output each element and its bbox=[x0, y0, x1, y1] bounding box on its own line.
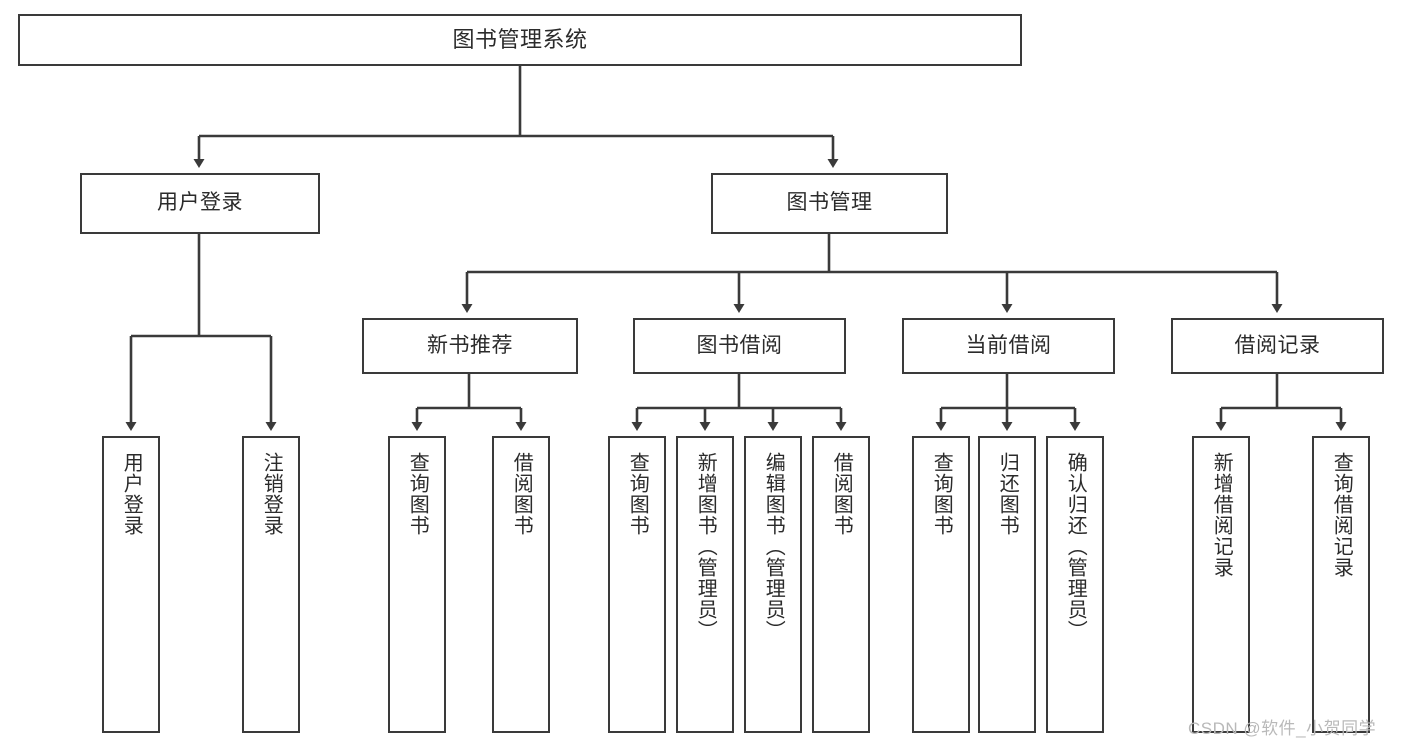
leaf-borrow-borrow-book[interactable]: 借阅图书 bbox=[812, 436, 870, 733]
node-label: 图书借阅 bbox=[696, 333, 783, 357]
leaf-record-add-record[interactable]: 新增借阅记录 bbox=[1192, 436, 1250, 733]
node-book-management[interactable]: 图书管理 bbox=[711, 173, 948, 234]
node-label: 借阅图书 bbox=[830, 452, 853, 536]
leaf-borrow-add-book[interactable]: 新增图书（管理员） bbox=[676, 436, 734, 733]
node-borrow-record[interactable]: 借阅记录 bbox=[1171, 318, 1384, 374]
node-label: 借阅图书 bbox=[510, 452, 533, 536]
node-label: 注销登录 bbox=[260, 452, 283, 536]
leaf-current-return-book[interactable]: 归还图书 bbox=[978, 436, 1036, 733]
node-book-borrow[interactable]: 图书借阅 bbox=[633, 318, 846, 374]
node-label: 查询图书 bbox=[930, 452, 953, 536]
node-label: 归还图书 bbox=[996, 452, 1019, 536]
node-current-borrow[interactable]: 当前借阅 bbox=[902, 318, 1115, 374]
node-label: 新书推荐 bbox=[427, 333, 513, 357]
node-label: 用户登录 bbox=[120, 452, 143, 536]
node-label: 图书管理 bbox=[786, 191, 873, 215]
leaf-borrow-query-book[interactable]: 查询图书 bbox=[608, 436, 666, 733]
leaf-borrow-edit-book[interactable]: 编辑图书（管理员） bbox=[744, 436, 802, 733]
node-label: 借阅记录 bbox=[1234, 333, 1321, 357]
leaf-recommend-query-book[interactable]: 查询图书 bbox=[388, 436, 446, 733]
node-label: 查询图书 bbox=[626, 452, 649, 536]
node-label: 编辑图书（管理员） bbox=[762, 452, 785, 641]
csdn-watermark: CSDN @软件_小贺同学 bbox=[1188, 719, 1377, 738]
node-label: 查询借阅记录 bbox=[1330, 452, 1353, 578]
node-root-system[interactable]: 图书管理系统 bbox=[18, 14, 1022, 66]
node-label: 查询图书 bbox=[406, 452, 429, 536]
node-label: 当前借阅 bbox=[965, 333, 1052, 357]
node-label: 确认归还（管理员） bbox=[1064, 452, 1087, 641]
leaf-record-query-record[interactable]: 查询借阅记录 bbox=[1312, 436, 1370, 733]
leaf-user-login-logout[interactable]: 注销登录 bbox=[242, 436, 300, 733]
leaf-recommend-borrow-book[interactable]: 借阅图书 bbox=[492, 436, 550, 733]
leaf-user-login-login[interactable]: 用户登录 bbox=[102, 436, 160, 733]
node-label: 图书管理系统 bbox=[452, 26, 588, 52]
node-label: 新增借阅记录 bbox=[1210, 452, 1233, 578]
node-label: 新增图书（管理员） bbox=[694, 452, 717, 641]
leaf-current-query-book[interactable]: 查询图书 bbox=[912, 436, 970, 733]
node-new-book-recommend[interactable]: 新书推荐 bbox=[362, 318, 578, 374]
leaf-current-confirm-return[interactable]: 确认归还（管理员） bbox=[1046, 436, 1104, 733]
node-user-login[interactable]: 用户登录 bbox=[80, 173, 320, 234]
node-label: 用户登录 bbox=[157, 191, 243, 215]
